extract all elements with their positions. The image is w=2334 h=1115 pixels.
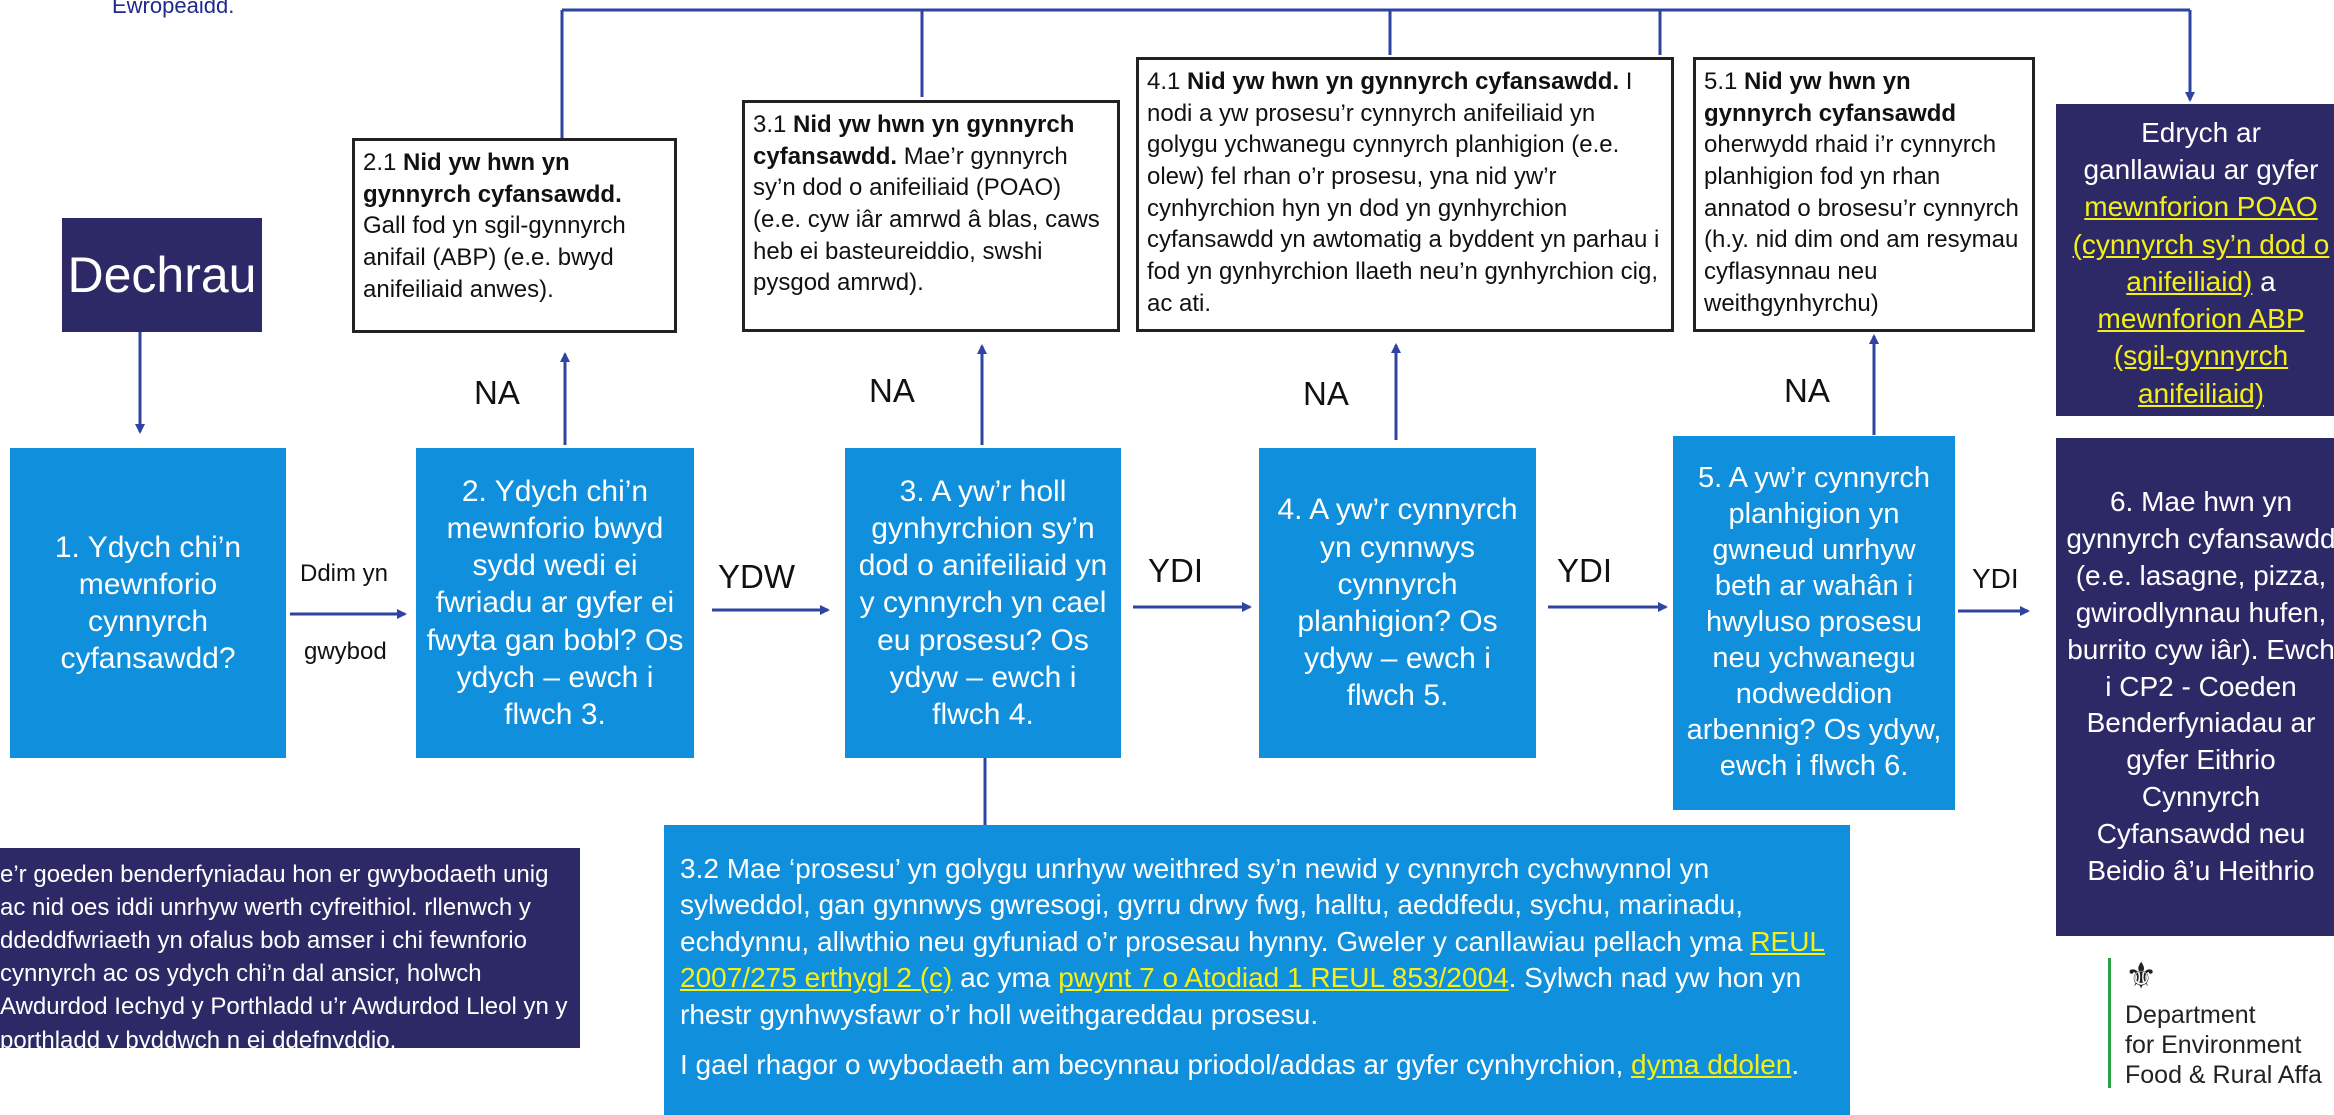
defra-line-3: Food & Rural Affa — [2125, 1061, 2322, 1089]
disclaimer-box: e’r goeden benderfyniadau hon er gwyboda… — [0, 848, 580, 1048]
note-4-1-text: I nodi a yw prosesu’r cynnyrch anifeilia… — [1147, 68, 1660, 317]
processing-text-2: . Sylwch nad yw hon yn rhestr gynhwysfaw… — [680, 962, 1802, 1030]
label-na-4: NA — [1784, 372, 1830, 409]
label-ydi-3: YDI — [1972, 563, 2019, 594]
step-box-4: 4. A yw’r cynnyrch yn cynnwys cynnyrch p… — [1259, 448, 1536, 758]
label-gwybod: gwybod — [304, 638, 387, 665]
note-2-1: 2.1 Nid yw hwn yn gynnyrch cyfansawdd. G… — [352, 138, 677, 333]
note-3-1-heading: Nid yw hwn yn gynnyrch cyfansawdd. — [753, 111, 1075, 170]
step-box-2: 2. Ydych chi’n mewnforio bwyd sydd wedi … — [416, 448, 694, 758]
note-4-1-heading: Nid yw hwn yn gynnyrch cyfansawdd. — [1187, 68, 1620, 95]
processing-end: . — [1791, 1048, 1800, 1080]
step-box-1: 1. Ydych chi’n mewnforio cynnyrch cyfans… — [10, 448, 286, 758]
note-2-1-text: Gall fod yn sgil-gynnyrch anifail (ABP) … — [363, 212, 626, 303]
processing-text-3: I gael rhagor o wybodaeth am becynnau pr… — [680, 1048, 1632, 1080]
processing-definition-box: 3.2 Mae ‘prosesu’ yn golygu unrhyw weith… — [664, 825, 1850, 1115]
guidance-line-1: Edrych ar — [2141, 117, 2261, 148]
note-2-1-heading: Nid yw hwn yn gynnyrch cyfansawdd. — [363, 149, 622, 208]
label-ydi-1: YDI — [1148, 552, 1204, 589]
start-box: Dechrau — [62, 218, 262, 332]
guidance-line-2: ganllawiau ar gyfer — [2083, 154, 2319, 186]
top-note: Ewropeaidd. — [112, 0, 235, 18]
note-5-1-heading: Nid yw hwn yn gynnyrch cyfansawdd — [1704, 68, 1957, 127]
processing-mid-1: ac yma — [952, 962, 1059, 994]
note-3-1-text: Mae’r gynnyrch sy’n dod o anifeiliaid (P… — [753, 142, 1100, 297]
step-box-6: 6. Mae hwn yn gynnyrch cyfansawdd (e.e. … — [2056, 438, 2334, 936]
label-ydi-2: YDI — [1557, 552, 1613, 589]
defra-line-1: Department — [2125, 1001, 2256, 1029]
link-reul-2007-275[interactable]: REUL 2007/275 erthygl 2 (c) — [680, 925, 1826, 994]
start-label: Dechrau — [67, 247, 257, 303]
note-5-1: 5.1 Nid yw hwn yn gynnyrch cyfansawdd oh… — [1693, 57, 2035, 332]
note-2-1-number: 2.1 — [363, 149, 404, 176]
label-ddim-yn: Ddim yn — [300, 560, 389, 587]
processing-text-1: 3.2 Mae ‘prosesu’ yn golygu unrhyw weith… — [680, 853, 1751, 957]
label-ydw: YDW — [718, 558, 795, 595]
defra-logo: ⚜ Department for Environment Food & Rura… — [2108, 955, 2334, 1089]
note-4-1: 4.1 Nid yw hwn yn gynnyrch cyfansawdd. I… — [1136, 57, 1674, 332]
crest-icon: ⚜ — [2125, 955, 2158, 996]
note-3-1-number: 3.1 — [753, 111, 794, 138]
guidance-link-poao[interactable]: mewnforion POAO (cynnyrch sy’n dod o ani… — [2072, 191, 2330, 297]
label-na-2: NA — [869, 372, 915, 409]
link-packaging[interactable]: dyma ddolen — [1631, 1048, 1792, 1080]
guidance-box: Edrych ar ganllawiau ar gyfer mewnforion… — [2056, 104, 2334, 416]
link-reul-853-2004[interactable]: pwynt 7 o Atodiad 1 REUL 853/2004 — [1058, 962, 1509, 994]
note-5-1-text: oherwydd rhaid i’r cynnyrch planhigion f… — [1704, 131, 2019, 317]
step-box-6-text: 6. Mae hwn yn gynnyrch cyfansawdd (e.e. … — [2066, 485, 2334, 887]
label-na-1: NA — [474, 374, 520, 411]
disclaimer-text: e’r goeden benderfyniadau hon er gwyboda… — [0, 861, 568, 1048]
guidance-mid: a — [2252, 265, 2276, 297]
note-3-1: 3.1 Nid yw hwn yn gynnyrch cyfansawdd. M… — [742, 100, 1120, 332]
step-box-3: 3. A yw’r holl gynhyrchion sy’n dod o an… — [845, 448, 1121, 758]
step-box-5: 5. A yw’r cynnyrch planhigion yn gwneud … — [1673, 436, 1955, 810]
note-5-1-number: 5.1 — [1704, 68, 1745, 95]
label-na-3: NA — [1303, 375, 1349, 412]
guidance-link-abp[interactable]: mewnforion ABP (sgil-gynnyrch anifeiliai… — [2097, 303, 2305, 409]
note-4-1-number: 4.1 — [1147, 68, 1188, 95]
defra-line-2: for Environment — [2125, 1031, 2302, 1059]
